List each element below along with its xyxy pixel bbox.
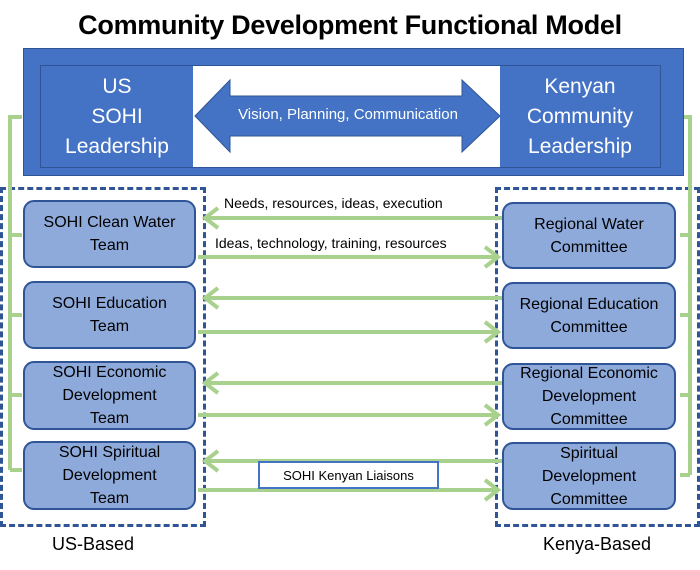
flow-to-us-2 — [201, 286, 503, 310]
kenya-committee-education: Regional Education Committee — [502, 282, 676, 349]
flow-label-to-kenya: Ideas, technology, training, resources — [215, 235, 447, 251]
flow-to-kenya-4 — [198, 478, 502, 502]
us-team-education: SOHI Education Team — [23, 281, 196, 349]
flow-to-us-1 — [201, 206, 503, 230]
flow-to-kenya-2 — [198, 320, 502, 344]
kenya-based-region — [495, 187, 700, 527]
kenya-feedback-line — [684, 115, 692, 475]
leadership-link-label: Vision, Planning, Communication — [238, 106, 458, 123]
kenya-committee-economic: Regional Economic Development Committee — [502, 363, 676, 430]
diagram-title: Community Development Functional Model — [78, 10, 622, 40]
flow-label-to-us: Needs, resources, ideas, execution — [224, 195, 443, 211]
us-based-label: US-Based — [52, 534, 135, 554]
flow-to-kenya-3 — [198, 403, 502, 427]
flow-to-kenya-1 — [198, 245, 502, 269]
kenya-committee-water: Regional Water Committee — [502, 202, 676, 269]
kenya-committee-spiritual: Spiritual Development Committee — [502, 442, 676, 510]
us-team-spiritual: SOHI Spiritual Development Team — [23, 441, 196, 510]
us-team-clean-water: SOHI Clean Water Team — [23, 200, 196, 268]
flow-to-us-3 — [201, 371, 503, 395]
kenyan-leadership: Kenyan Community Leadership — [500, 66, 660, 167]
kenyan-liaisons-box: SOHI Kenyan Liaisons — [258, 461, 439, 489]
us-team-economic: SOHI Economic Development Team — [23, 361, 196, 430]
us-feedback-line — [8, 115, 22, 470]
kenya-based-label: Kenya-Based — [543, 534, 652, 554]
us-based-region — [0, 187, 206, 527]
us-leadership: US SOHI Leadership — [41, 66, 193, 167]
